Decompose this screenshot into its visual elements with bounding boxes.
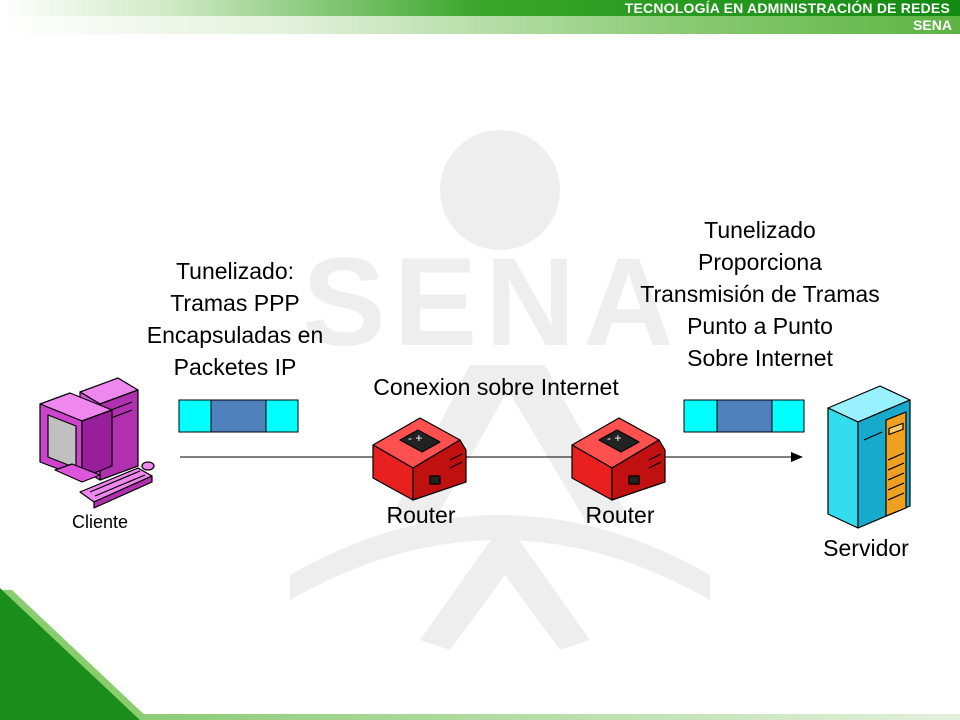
right-packet-icon <box>683 399 805 433</box>
left-tunnel-description: Tunelizado: Tramas PPP Encapsuladas en P… <box>130 255 340 383</box>
left-tunnel-line: Encapsuladas en <box>146 322 324 348</box>
bottom-strip <box>140 714 960 720</box>
right-tunnel-line: Transmisión de Tramas <box>640 281 880 307</box>
svg-text:- +: - + <box>408 431 422 445</box>
right-tunnel-line: Proporciona <box>697 249 823 275</box>
left-tunnel-line: Packetes IP <box>173 354 297 380</box>
header-bar <box>0 0 960 16</box>
corner-triangle <box>0 588 150 720</box>
right-tunnel-line: Punto a Punto <box>687 313 833 339</box>
servidor-label: Servidor <box>823 535 909 561</box>
right-tunnel-line: Tunelizado <box>704 217 816 243</box>
svg-text:- +: - + <box>607 431 621 445</box>
router-1-icon: - + <box>372 417 467 501</box>
right-tunnel-line: Sobre Internet <box>687 345 833 371</box>
left-tunnel-line: Tramas PPP <box>170 290 300 316</box>
watermark-text: SENA <box>302 233 681 372</box>
router-1-label: Router <box>386 502 456 528</box>
left-tunnel-line: Tunelizado: <box>175 258 295 284</box>
server-tower-icon <box>827 385 911 529</box>
header-subtitle: SENA <box>913 17 952 33</box>
client-computer-icon <box>39 377 155 509</box>
connection-arrow <box>180 452 803 462</box>
right-tunnel-description: Tunelizado Proporciona Transmisión de Tr… <box>610 214 910 374</box>
router-2-label: Router <box>585 502 655 528</box>
header-title: TECNOLOGÍA EN ADMINISTRACIÓN DE REDES <box>624 0 950 16</box>
left-packet-icon <box>178 399 299 433</box>
router-2-icon: - + <box>571 417 666 501</box>
header-subbar <box>0 16 960 34</box>
connection-label: Conexion sobre Internet <box>373 374 619 400</box>
cliente-label: Cliente <box>71 512 129 532</box>
